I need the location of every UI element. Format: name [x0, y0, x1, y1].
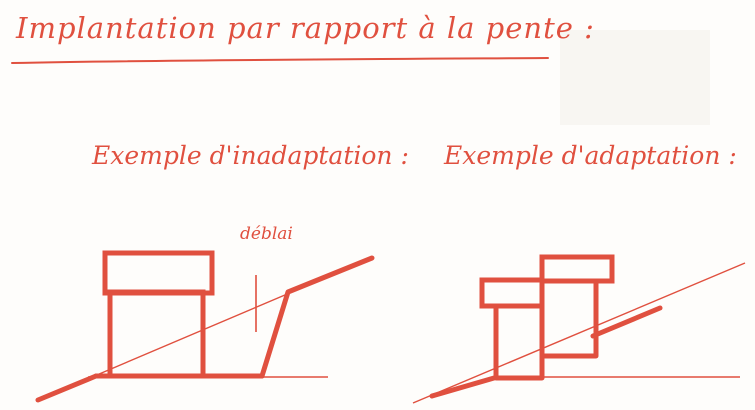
lower-volume: [493, 306, 545, 381]
caption-adaptation: Exemple d'adaptation :: [444, 141, 737, 170]
natural-slope-line-right: [412, 262, 746, 404]
excavation-bank: [259, 255, 375, 379]
upper-volume-roof: [539, 254, 615, 284]
slope-fill-segment: [35, 373, 99, 403]
diagram-inadaptation: [35, 250, 375, 403]
page-title: Implantation par rapport à la pente :: [16, 11, 595, 45]
slope-segment-upper: [590, 305, 663, 339]
upper-volume-wall: [542, 280, 599, 359]
house-roof: [102, 250, 215, 296]
title-underline: [11, 57, 549, 64]
lower-volume-roof: [479, 277, 545, 309]
paper-bleed-through: [560, 30, 710, 125]
caption-inadaptation: Exemple d'inadaptation :: [92, 141, 409, 170]
slope-segment-lower: [429, 375, 497, 399]
deblai-label: déblai: [240, 224, 293, 244]
diagram-adaptation: [412, 254, 746, 404]
